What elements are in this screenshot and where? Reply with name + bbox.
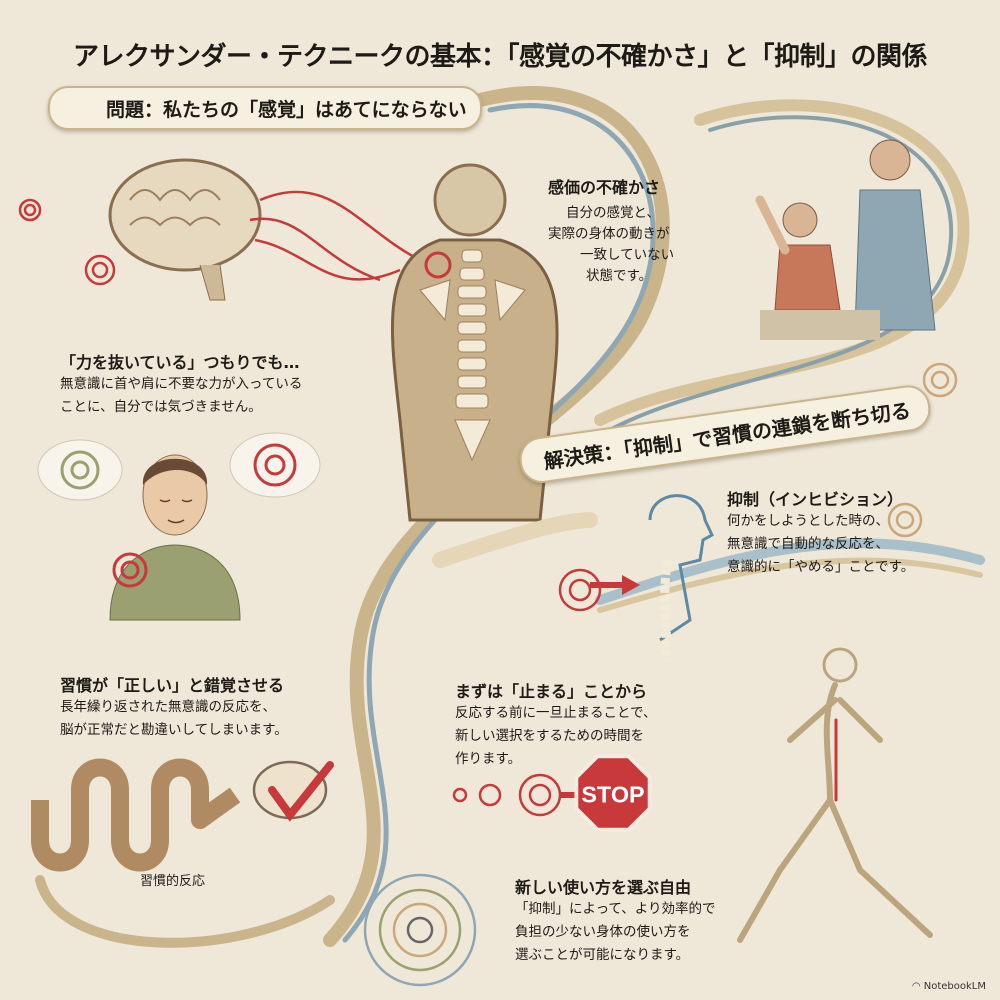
body-line: ことに、自分では気づきません。 — [60, 399, 262, 415]
walking-figure-illustration — [737, 647, 933, 943]
body-line: 状態です。 — [586, 268, 653, 284]
brain-check-illustration — [252, 760, 334, 822]
body-line: 無意識に首や肩に不要な力が入っている — [60, 376, 303, 392]
freedom-section: 新しい使い方を選ぶ自由 「抑制」によって、より効率的で 負担の少ない身体の使い方… — [515, 874, 715, 967]
person-thinking-illustration — [37, 432, 321, 621]
body-line: 意識的に「やめる」ことです。 — [727, 559, 915, 575]
brain-illustration — [108, 158, 421, 301]
body-line: 選ぶことが可能になります。 — [515, 947, 690, 963]
watermark-text: NotebookLM — [923, 981, 986, 992]
teacher-student-illustration — [755, 139, 936, 340]
inhibition-section: 抑制（インヒビション） 何かをしようとした時の、 無意識で自動的な反応を、 意識… — [727, 486, 914, 579]
sensory-uncertainty-section: 感価の不確かさ 自分の感覚と、 実際の身体の動きが 一致していない 状態です。 — [548, 174, 674, 288]
notebooklm-logo-icon: ◠ — [911, 981, 924, 992]
spine-head-illustration — [432, 494, 714, 661]
section-heading: まずは「止まる」ことから — [455, 682, 648, 701]
section-heading: 「力を抜いている」つもりでも… — [60, 353, 300, 372]
section-heading: 習慣が「正しい」と錯覚させる — [60, 676, 285, 695]
habit-section: 習慣が「正しい」と錯覚させる 長年繰り返された無意識の反応を、 脳が正常だと勘違… — [60, 672, 288, 742]
arrow-head-icon — [622, 575, 640, 595]
body-line: 脳が正常だと勘違いしてしまいます。 — [60, 722, 288, 738]
notebooklm-watermark: ◠ NotebookLM — [912, 981, 986, 992]
problem-banner-text: 問題：私たちの「感覚」はあてにならない — [106, 99, 467, 121]
body-line: 何かをしようとした時の、 — [727, 513, 889, 529]
body-line: 自分の感覚と、 — [566, 205, 660, 221]
stop-first-section: まずは「止まる」ことから 反応する前に一旦止まることで、 新しい選択をするための… — [455, 678, 657, 771]
body-line: 実際の身体の動きが — [548, 226, 670, 242]
stop-sign-text: STOP — [581, 781, 644, 807]
section-heading: 抑制（インヒビション） — [727, 490, 904, 509]
body-line: 一致していない — [580, 247, 675, 263]
body-line: 新しい選択をするための時間を — [455, 728, 644, 744]
body-line: 長年繰り返された無意識の反応を、 — [60, 699, 276, 715]
stop-sign-icon: STOP — [574, 754, 652, 832]
habit-caption: 習慣的反応 — [140, 874, 206, 889]
body-line: 無意識で自動的な反応を、 — [727, 536, 889, 552]
page-title: アレクサンダー・テクニークの基本：「感覚の不確かさ」と「抑制」の関係 — [72, 42, 928, 72]
section-heading: 感価の不確かさ — [548, 178, 661, 197]
relaxing-section: 「力を抜いている」つもりでも… 無意識に首や肩に不要な力が入っている ことに、自… — [60, 349, 302, 419]
body-line: 「抑制」によって、より効率的で — [515, 901, 716, 917]
habit-path-illustration — [31, 758, 241, 872]
problem-banner: 問題：私たちの「感覚」はあてにならない — [48, 86, 482, 130]
section-heading: 新しい使い方を選ぶ自由 — [515, 878, 692, 897]
body-line: 反応する前に一旦止まることで、 — [455, 705, 657, 721]
body-line: 作ります。 — [455, 751, 522, 767]
body-line: 負担の少ない身体の使い方を — [515, 924, 691, 940]
